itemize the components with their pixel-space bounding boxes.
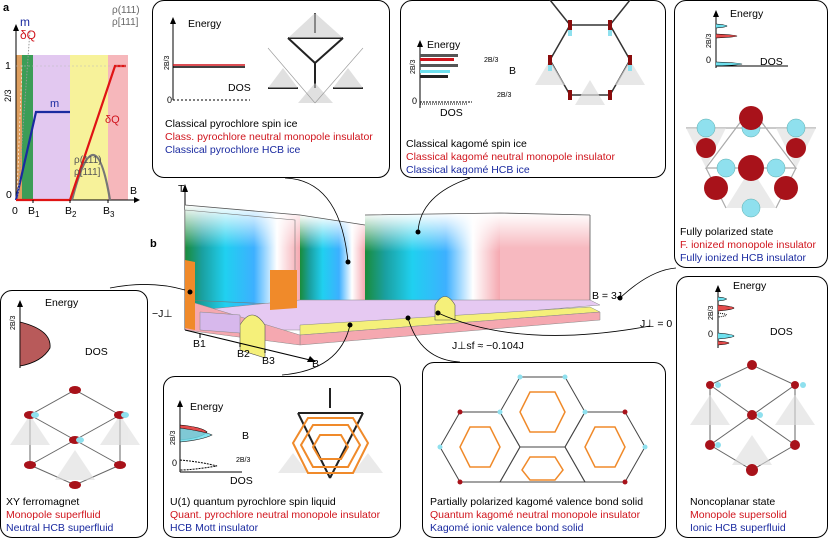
panel-f-energy: Energy	[427, 39, 461, 51]
panel-i-line3: Kagomé ionic valence bond solid	[430, 522, 584, 534]
panel-d-lattice	[268, 383, 393, 493]
panel-a-dq-inline: δQ	[105, 114, 120, 126]
panel-a-xB3: B3	[103, 205, 115, 220]
panel-c-line3: Classical pyrochlore HCB ice	[165, 144, 301, 156]
panel-h-zero: 0	[708, 329, 714, 339]
panel-f-line2: Classical kagomé neutral monopole insula…	[406, 151, 615, 163]
panel-e-dos-plot	[12, 300, 102, 370]
panel-b-B3J: B = 3J	[592, 290, 623, 302]
panel-g-line3: Fully ionized HCB insulator	[680, 252, 807, 264]
panel-i-line1: Partially polarized kagomé valence bond …	[430, 496, 644, 508]
panel-a-x0: 0	[12, 205, 18, 217]
panel-b-B: B	[312, 358, 320, 370]
panel-b-J0: J⊥ = 0	[640, 318, 673, 330]
panel-h-line3: Ionic HCB superfluid	[690, 522, 786, 534]
panel-f-B: B	[509, 65, 517, 77]
panel-f-line1: Classical kagomé spin ice	[406, 138, 527, 150]
panel-a-rho-top-1: ρ(111)	[112, 5, 140, 16]
panel-d-dos-plot	[172, 400, 252, 475]
panel-b-letter: b	[150, 238, 157, 250]
panel-g-line2: F. ionized monopole insulator	[680, 239, 816, 251]
panel-h-dos: DOS	[770, 326, 793, 338]
panel-f-tick2: 2B/3	[484, 57, 499, 64]
panel-b-B3: B3	[262, 355, 275, 367]
panel-g-dos-plot	[708, 10, 798, 70]
panel-d-line2: Quant. pyrochlore neutral monopole insul…	[170, 509, 381, 521]
panel-a-plot	[0, 0, 150, 225]
panel-h-tick: 2B/3	[708, 305, 715, 320]
panel-g-zero: 0	[706, 55, 712, 65]
panel-c-lattice	[258, 8, 373, 113]
panel-b-Jsf: J⊥sf ≈ −0.104J	[452, 340, 524, 352]
panel-a-m-label: m	[20, 15, 30, 29]
panel-h-dos-plot	[710, 285, 800, 350]
panel-g-dos: DOS	[760, 56, 783, 68]
panel-e-line2: Monopole superfluid	[6, 509, 101, 521]
panel-d-line3: HCB Mott insulator	[170, 522, 259, 534]
panel-f-dos-plot	[412, 40, 502, 110]
panel-h-line2: Monopole supersolid	[690, 509, 787, 521]
panel-d-B: B	[242, 430, 250, 442]
panel-h-energy: Energy	[733, 280, 767, 292]
panel-a-xB2: B2	[65, 205, 77, 220]
panel-f-line3: Classical kagomé HCB ice	[406, 164, 530, 176]
panel-c-dos-plot	[165, 15, 255, 105]
panel-h-lattice	[680, 360, 825, 480]
panel-c-energy: Energy	[188, 18, 222, 30]
panel-b-B2: B2	[237, 348, 250, 360]
panel-h-line1: Noncoplanar state	[690, 496, 776, 508]
panel-e-line3: Neutral HCB superfluid	[6, 522, 114, 534]
panel-g-line1: Fully polarized state	[680, 226, 774, 238]
panel-e-lattice	[5, 385, 145, 490]
panel-e-line1: XY ferromagnet	[6, 496, 80, 508]
panel-a-rho-inline-2: ρ[111]	[74, 167, 101, 178]
panel-g-lattice	[676, 88, 826, 218]
panel-e-tick: 2B/3	[10, 315, 17, 330]
panel-e-energy: Energy	[45, 297, 79, 309]
panel-a-rho-top-2: ρ[111]	[112, 17, 139, 28]
panel-d-tick: 2B/3	[170, 430, 177, 445]
panel-a-rho-inline-1: ρ(111)	[74, 155, 102, 166]
panel-b-mJ: −J⊥	[152, 308, 173, 320]
panel-c-line2: Class. pyrochlore neutral monopole insul…	[165, 131, 373, 143]
panel-f-zero: 0	[412, 96, 418, 106]
panel-f-lattice	[520, 0, 660, 125]
panel-d-dos: DOS	[230, 475, 253, 487]
panel-c-zero: 0	[167, 95, 173, 105]
panel-b-B1: B1	[193, 338, 206, 350]
panel-a-m-inline: m	[50, 98, 60, 110]
panel-a-letter: a	[3, 2, 10, 14]
panel-i-lattice	[425, 372, 663, 492]
panel-i-line2: Quantum kagomé neutral monopole insulato…	[430, 509, 641, 521]
panel-d-energy: Energy	[190, 401, 224, 413]
panel-a-xB: B	[130, 185, 138, 197]
panel-d-zero: 0	[172, 458, 178, 468]
panel-c-dos: DOS	[228, 82, 251, 94]
panel-a-y1: 1	[5, 60, 11, 72]
panel-d-tick2: 2B/3	[236, 457, 251, 464]
panel-f	[400, 0, 666, 178]
panel-a-xB1: B1	[28, 205, 40, 220]
panel-a-dq-label: δQ	[20, 28, 37, 42]
panel-b-T: T	[178, 183, 185, 195]
panel-d-line1: U(1) quantum pyrochlore spin liquid	[170, 496, 336, 508]
panel-f-dos: DOS	[440, 107, 463, 119]
panel-e-dos: DOS	[85, 346, 108, 358]
panel-c-line1: Classical pyrochlore spin ice	[165, 118, 298, 130]
panel-a-y0: 0	[6, 189, 12, 201]
panel-f-tick3: 2B/3	[497, 92, 512, 99]
panel-g-energy: Energy	[730, 8, 764, 20]
